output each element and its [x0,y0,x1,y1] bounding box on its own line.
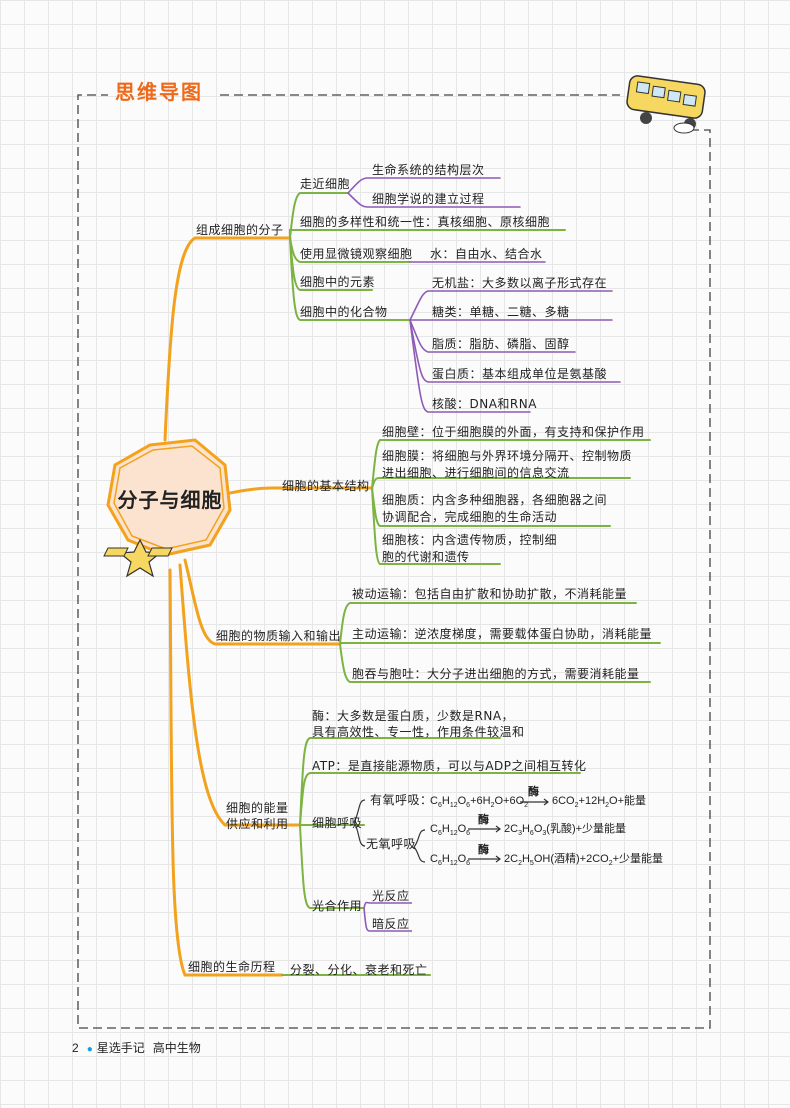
branch-label-energy-2: 供应和利用 [226,817,289,831]
footer-subject: 高中生物 [152,1041,201,1055]
enzyme-label-2: 酶 [478,813,489,826]
node-water: 水：自由水、结合水 [430,247,543,261]
branch-label-molecules: 组成细胞的分子 [196,223,284,237]
sub-branches [281,192,661,976]
node-cell-theory: 细胞学说的建立过程 [372,192,485,206]
formula-aerobic: C6H12O6+6H2O+6O2 [430,795,529,810]
node-sugar: 糖类：单糖、二糖、多糖 [432,305,570,319]
node-salt: 无机盐：大多数以离子形式存在 [432,276,608,290]
node-enzyme-2: 具有高效性、专一性，作用条件较温和 [312,725,525,739]
node-active: 主动运输：逆浓度梯度，需要载体蛋白协助，消耗能量 [352,627,653,641]
node-enzyme-1: 酶：大多数是蛋白质，少数是RNA， [312,709,515,723]
bullet-icon: ● [86,1044,93,1055]
third-level-branches [347,177,621,413]
main-branches [163,236,374,977]
node-respiration: 细胞呼吸 [312,816,363,830]
node-light-reaction: 光反应 [372,889,410,903]
node-dark-reaction: 暗反应 [372,917,410,931]
dashed-frame [77,94,711,1029]
center-octagon [106,438,232,557]
enzyme-label-1: 酶 [528,785,539,798]
node-atp: ATP：是直接能源物质，可以与ADP之间相互转化 [312,759,587,773]
node-photosynthesis: 光合作用 [312,899,363,913]
node-anaerobic: 无氧呼吸 [366,837,417,851]
center-topic: 分子与细胞 [117,488,223,512]
formula-alcohol: 2C2H5OH(酒精)+2CO2+少量能量 [504,853,664,868]
formula-anaerobic-1: C6H12O6 [430,823,471,838]
node-lipid: 脂质：脂肪、磷脂、固醇 [432,337,570,351]
formula-aerobic-products: 6CO2+12H2O+能量 [552,795,647,810]
branch-label-energy-1: 细胞的能量 [226,801,289,815]
node-cell-membrane: 细胞膜：将细胞与外界环境分隔开、控制物质进出细胞、进行细胞间的信息交流 [382,449,633,480]
node-nucleic-acid: 核酸：DNA和RNA [432,397,537,411]
footer-brand: 星选手记 [96,1041,145,1055]
node-diversity: 细胞的多样性和统一性：真核细胞、原核细胞 [300,215,551,229]
node-endocytosis: 胞吞与胞吐：大分子进出细胞的方式，需要消耗能量 [352,667,640,681]
node-lifecycle-stages: 分裂、分化、衰老和死亡 [290,963,428,977]
node-passive: 被动运输：包括自由扩散和协助扩散，不消耗能量 [352,587,628,601]
branch-label-transport: 细胞的物质输入和输出 [216,629,342,643]
branch-label-structure: 细胞的基本结构 [282,479,370,493]
node-aerobic: 有氧呼吸： [370,793,433,807]
formula-lactic: 2C3H6O3(乳酸)+少量能量 [504,823,627,838]
node-nucleus: 细胞核：内含遗传物质，控制细胞的代谢和遗传 [382,533,558,564]
star-decoration [103,538,173,578]
page-footer: 2 ●星选手记高中生物 [72,1040,201,1058]
respiration-braces [353,798,549,863]
node-cytoplasm: 细胞质：内含多种细胞器，各细胞器之间协调配合，完成细胞的生命活动 [382,493,608,524]
node-zoujin: 走近细胞 [300,177,351,191]
node-microscope: 使用显微镜观察细胞 [300,247,413,261]
node-compounds: 细胞中的化合物 [300,305,388,319]
node-cell-wall: 细胞壁：位于细胞膜的外面，有支持和保护作用 [382,425,645,439]
page-number: 2 [72,1041,79,1055]
branch-label-lifecycle: 细胞的生命历程 [188,960,276,974]
formula-anaerobic-2: C6H12O6 [430,853,471,868]
node-protein: 蛋白质：基本组成单位是氨基酸 [432,367,608,381]
bus-illustration [626,75,706,134]
node-life-system: 生命系统的结构层次 [372,163,485,177]
enzyme-label-3: 酶 [478,843,489,856]
node-elements: 细胞中的元素 [300,275,376,289]
page-title: 思维导图 [115,80,203,104]
